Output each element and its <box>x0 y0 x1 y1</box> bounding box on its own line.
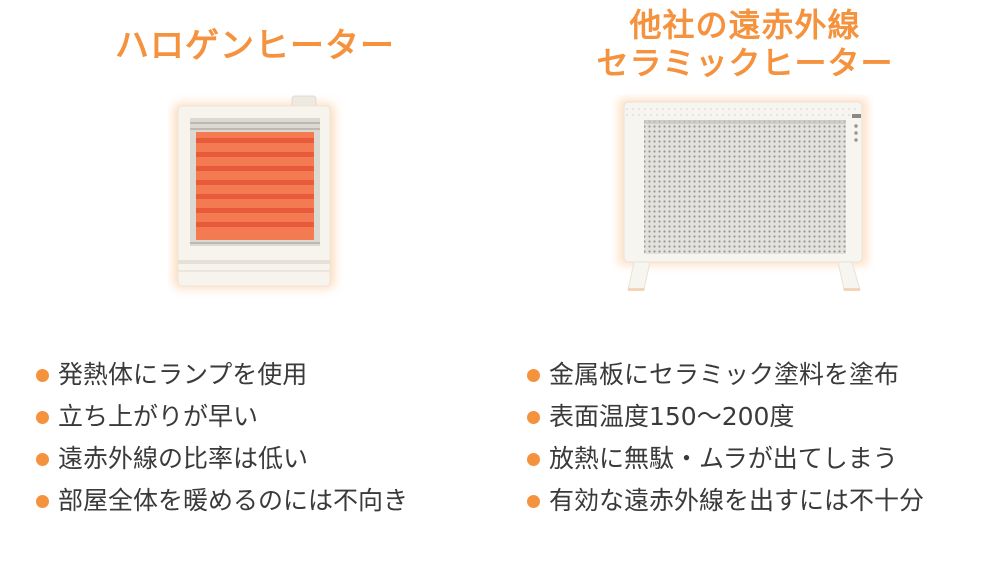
bullet-icon <box>36 369 49 382</box>
ceramic-features-list: 金属板にセラミック塗料を塗布 表面温度150〜200度 放熱に無駄・ムラが出てし… <box>527 354 924 522</box>
list-item: 部屋全体を暖めるのには不向き <box>36 480 408 522</box>
list-item: 遠赤外線の比率は低い <box>36 438 408 480</box>
bullet-icon <box>527 453 540 466</box>
halogen-heater-title: ハロゲンヒーター <box>115 26 395 66</box>
bullet-icon <box>527 411 540 424</box>
list-item: 放熱に無駄・ムラが出てしまう <box>527 438 924 480</box>
ceramic-panel-heater-illustration <box>612 94 874 298</box>
ceramic-heater-title-line2: セラミックヒーター <box>596 44 894 83</box>
list-item: 金属板にセラミック塗料を塗布 <box>527 354 924 396</box>
ceramic-heater-title: 他社の遠赤外線 セラミックヒーター <box>545 6 945 83</box>
bullet-icon <box>527 369 540 382</box>
bullet-icon <box>36 495 49 508</box>
bullet-icon <box>527 495 540 508</box>
list-item: 表面温度150〜200度 <box>527 396 924 438</box>
list-item: 発熱体にランプを使用 <box>36 354 408 396</box>
bullet-icon <box>36 411 49 424</box>
halogen-features-list: 発熱体にランプを使用 立ち上がりが早い 遠赤外線の比率は低い 部屋全体を暖めるの… <box>36 354 408 522</box>
list-item: 立ち上がりが早い <box>36 396 408 438</box>
bullet-icon <box>36 453 49 466</box>
list-item: 有効な遠赤外線を出すには不十分 <box>527 480 924 522</box>
ceramic-heater-title-line1: 他社の遠赤外線 <box>629 6 861 44</box>
halogen-heater-illustration <box>168 92 344 302</box>
